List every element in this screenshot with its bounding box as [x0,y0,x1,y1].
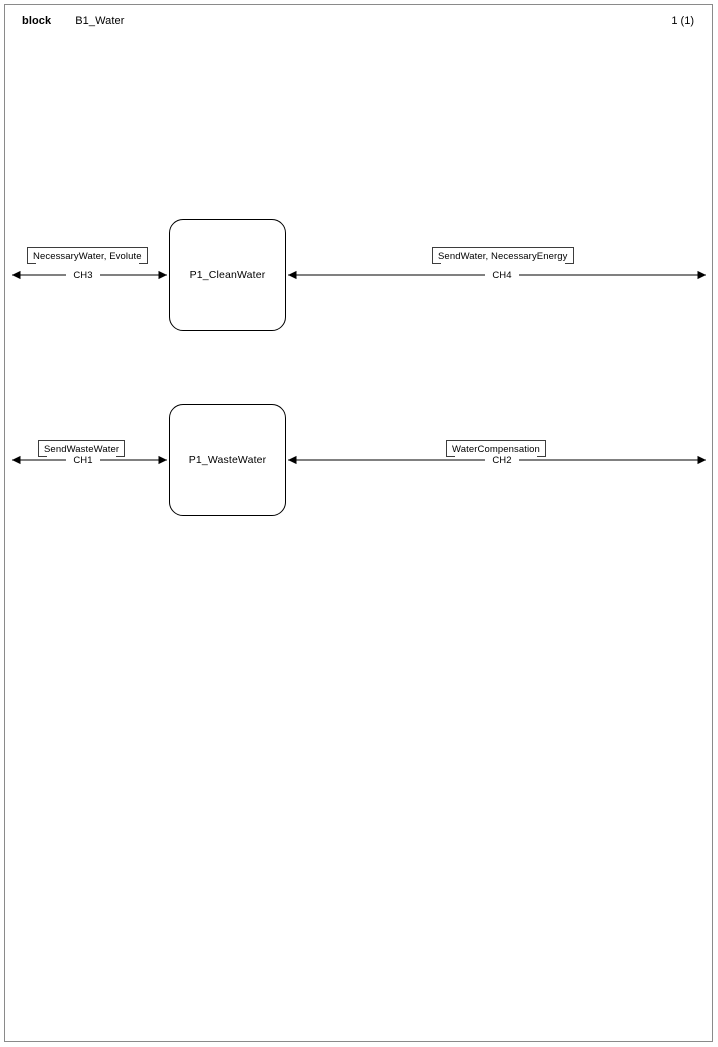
channel-label-CH3[interactable]: CH3 [66,270,100,281]
flow-tag-CH2[interactable]: WaterCompensation [446,440,546,457]
page-frame [4,4,713,1042]
process-node-clean-water[interactable]: P1_CleanWater [169,219,286,331]
flow-tag-CH1[interactable]: SendWasteWater [38,440,126,457]
process-node-waste-water[interactable]: P1_WasteWater [169,404,286,516]
process-node-clean-water-label: P1_CleanWater [189,268,266,281]
flow-tag-CH4[interactable]: SendWater, NecessaryEnergy [432,247,574,264]
process-node-waste-water-label: P1_WasteWater [188,453,267,466]
diagram-kind-label: block [22,15,52,27]
flow-tag-CH3[interactable]: NecessaryWater, Evolute [27,247,148,264]
diagram-title: B1_Water [75,15,125,27]
page-number: 1 (1) [671,15,694,27]
flow-tag-CH1-text: SendWasteWater [44,443,120,455]
diagram-header: block B1_Water 1 (1) [22,15,694,31]
flow-tag-CH2-text: WaterCompensation [452,443,540,455]
channel-label-CH4[interactable]: CH4 [485,270,519,281]
flow-tag-CH4-text: SendWater, NecessaryEnergy [438,250,568,262]
channel-label-CH1[interactable]: CH1 [66,455,100,466]
flow-tag-CH3-text: NecessaryWater, Evolute [33,250,142,262]
channel-label-CH2[interactable]: CH2 [485,455,519,466]
